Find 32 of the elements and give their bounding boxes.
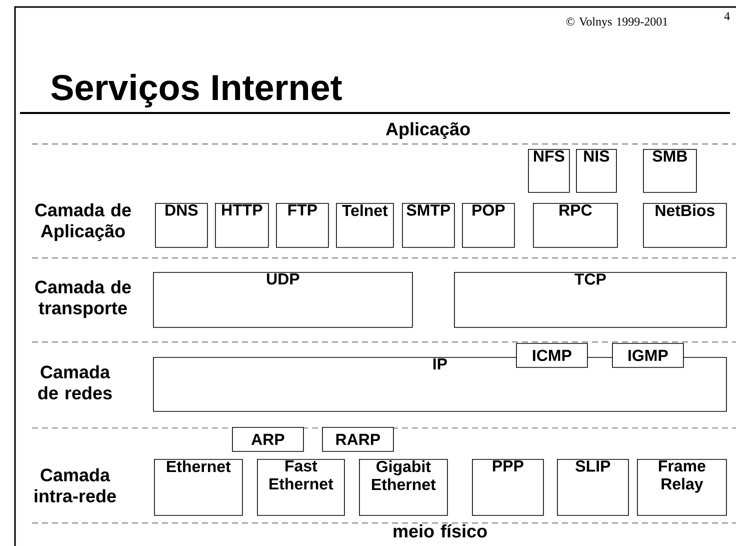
protocol-box: Ethernet	[154, 459, 243, 516]
protocol-box: POP	[462, 203, 515, 248]
slide-title: Serviços Internet	[51, 74, 342, 108]
protocol-box: ARP	[232, 427, 304, 452]
protocol-box: DNS	[155, 203, 208, 248]
protocol-box: RPC	[533, 203, 618, 248]
page-number: 4	[724, 12, 730, 20]
protocol-box: ICMP	[516, 343, 588, 368]
protocol-box: SLIP	[557, 459, 629, 516]
protocol-box: NetBios	[643, 203, 727, 248]
protocol-box: TCP	[454, 272, 727, 328]
section-label: Aplicação	[386, 122, 470, 139]
layer-label: Camada intra-rede	[34, 468, 116, 502]
section-label: meio físico	[394, 524, 487, 538]
protocol-box: PPP	[472, 459, 544, 516]
protocol-box: Frame Relay	[637, 459, 727, 516]
protocol-box: IGMP	[612, 343, 684, 368]
protocol-box: RARP	[322, 427, 394, 452]
protocol-box: Telnet	[336, 203, 394, 248]
protocol-box: HTTP	[215, 203, 269, 248]
layer-label: Camada de redes	[38, 365, 112, 400]
protocol-box: NIS	[576, 149, 617, 193]
protocol-box: Gigabit Ethernet	[359, 459, 448, 516]
protocol-box: FTP	[276, 203, 329, 248]
protocol-box: UDP	[153, 272, 413, 328]
layer-label: Camada de Aplicação	[35, 203, 131, 241]
protocol-box: SMB	[643, 149, 697, 193]
protocol-box: SMTP	[402, 203, 455, 248]
layer-label: Camada de transporte	[35, 280, 131, 318]
protocol-box: NFS	[528, 149, 570, 193]
copyright-note: © Volnys 1999-2001	[566, 17, 668, 28]
protocol-box: Fast Ethernet	[257, 459, 345, 516]
